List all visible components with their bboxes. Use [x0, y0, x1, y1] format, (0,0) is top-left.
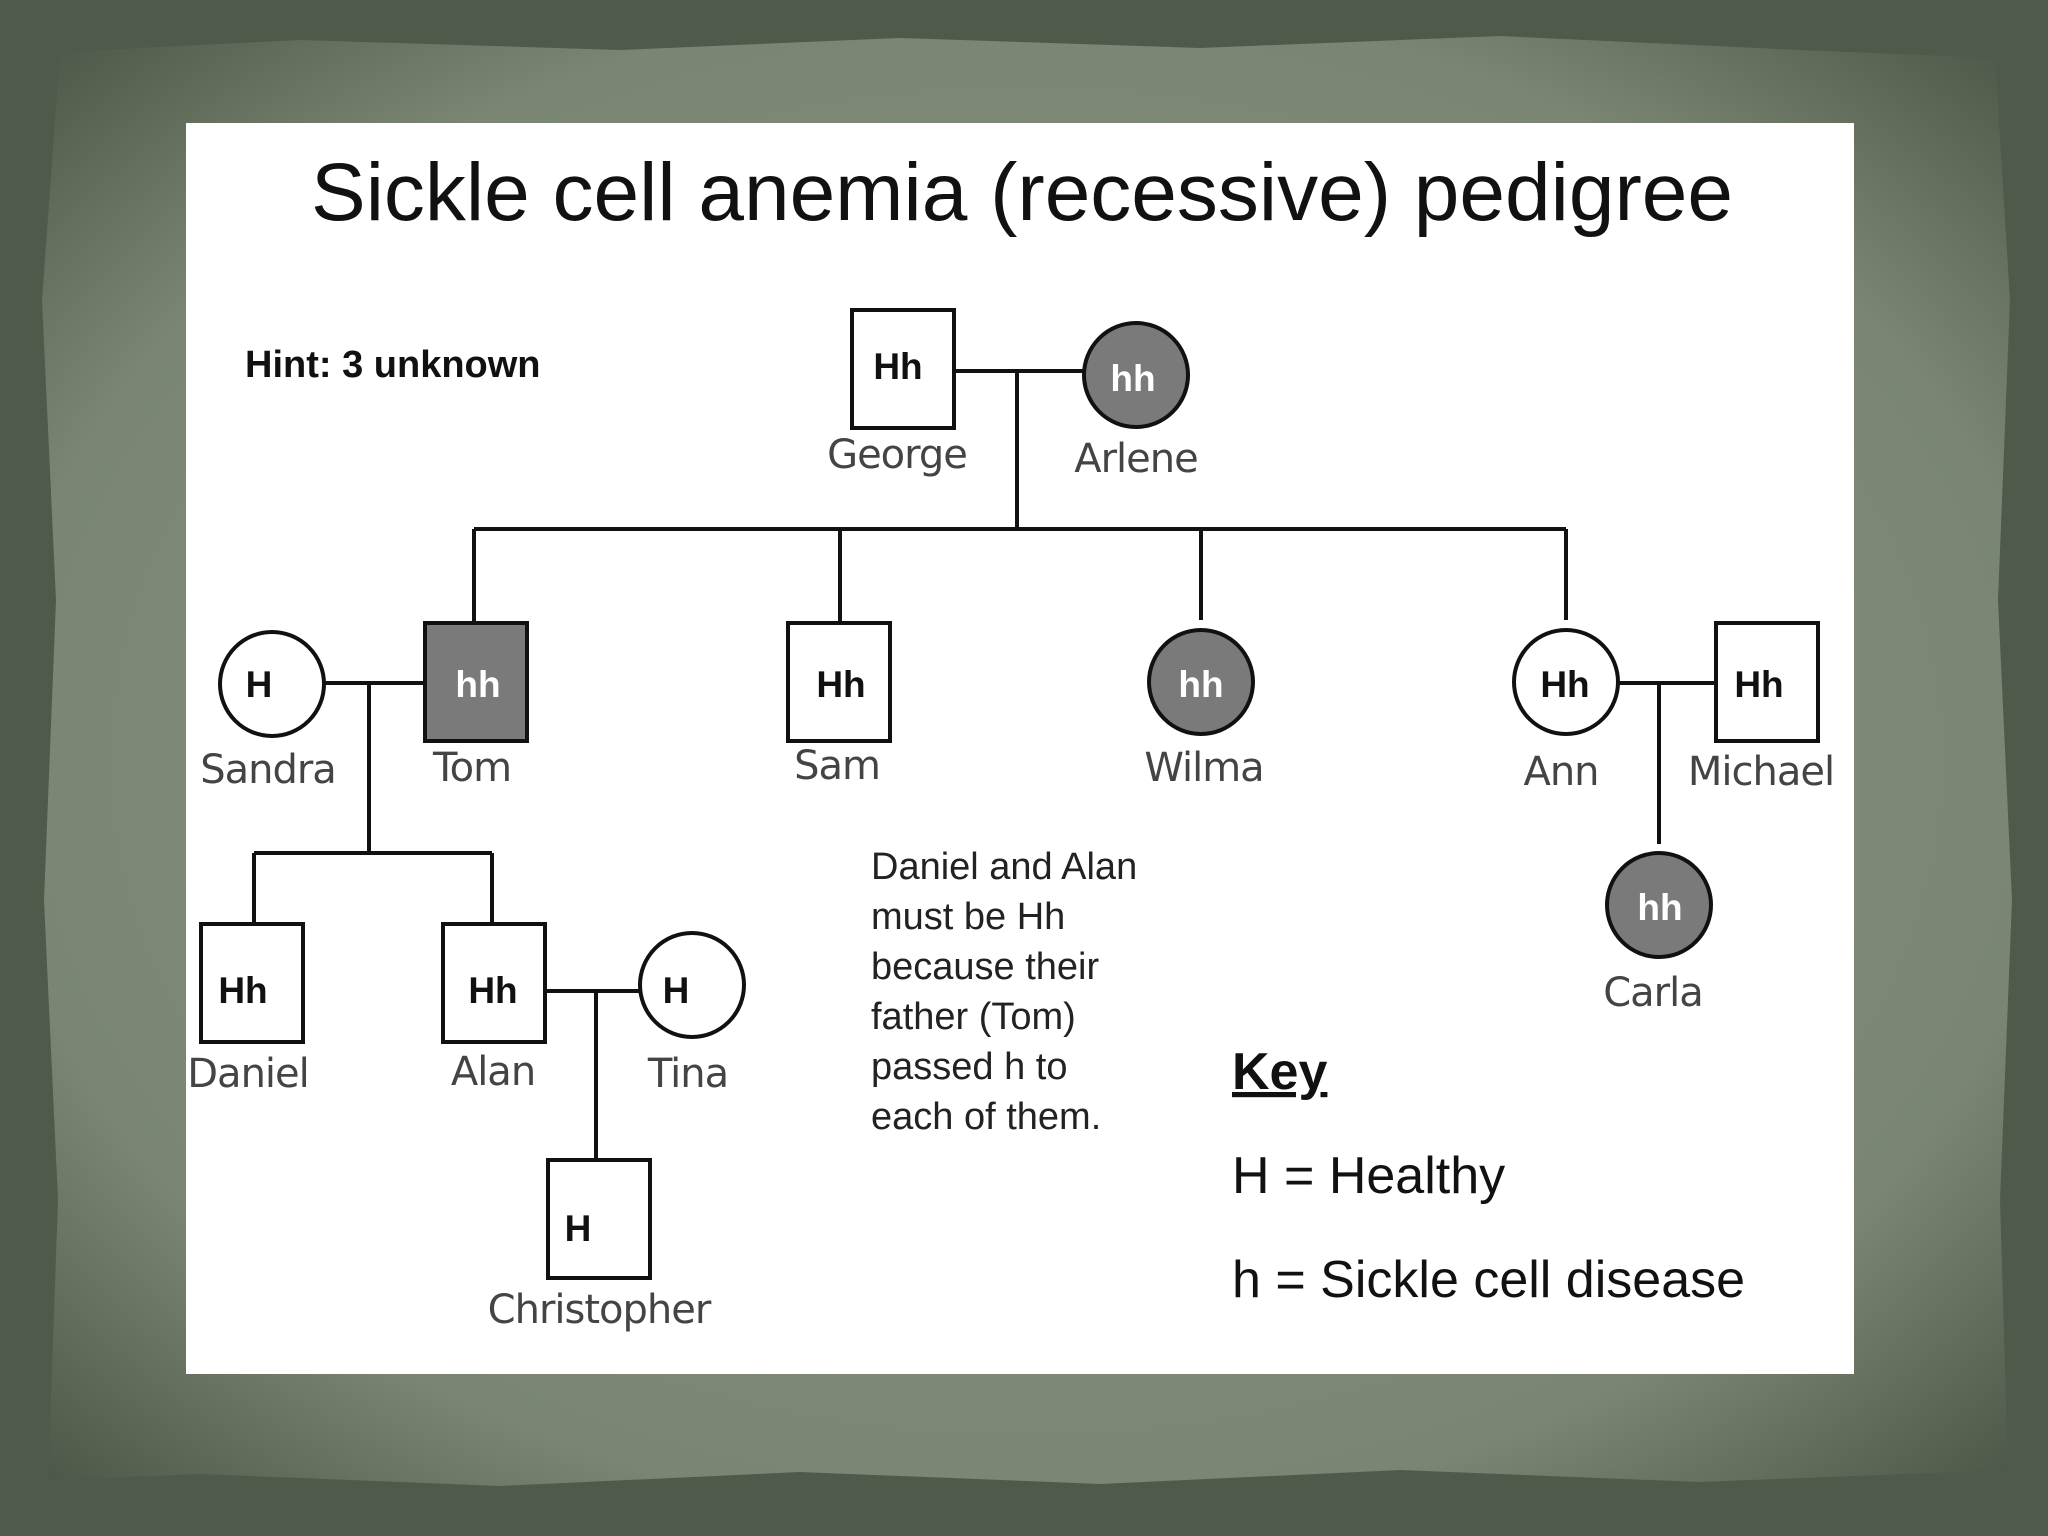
male-square-symbol [199, 922, 305, 1044]
male-square-symbol [786, 621, 892, 743]
individual-tina: H Tina [638, 931, 746, 1097]
genotype-label: Hh [1540, 664, 1589, 705]
key-item-healthy: H = Healthy [1232, 1147, 1505, 1205]
female-circle-symbol [1605, 851, 1713, 959]
genotype-label: Hh [873, 346, 922, 387]
female-circle-symbol [1147, 628, 1255, 736]
key-title: Key [1232, 1043, 1327, 1101]
individual-wilma: hh Wilma [1144, 628, 1265, 791]
person-name: Christopher [488, 1287, 712, 1333]
person-name: Ann [1523, 749, 1598, 795]
note-line: Daniel and Alan [871, 846, 1137, 888]
note-line: must be Hh [871, 896, 1065, 938]
individual-arlene: hh Arlene [1074, 321, 1199, 482]
individual-alan: Hh Alan [441, 922, 547, 1095]
genotype-label: Hh [816, 664, 865, 705]
person-name: Alan [451, 1049, 535, 1095]
person-name: Carla [1603, 970, 1703, 1016]
male-square-symbol [546, 1158, 652, 1280]
page-title: Sickle cell anemia (recessive) pedigree [311, 147, 1733, 238]
person-name: Tom [432, 745, 511, 791]
genotype-label: H [663, 970, 690, 1011]
person-name: Arlene [1074, 436, 1198, 482]
female-circle-symbol [1512, 628, 1620, 736]
male-square-symbol [850, 308, 956, 430]
person-name: Daniel [187, 1051, 309, 1097]
genotype-label: hh [455, 664, 500, 705]
individual-tom: hh Tom [423, 621, 529, 791]
individual-sandra: H Sandra [200, 630, 337, 793]
legend-key: Key H = Healthy h = Sickle cell disease [1232, 1043, 1745, 1309]
note-line: father (Tom) [871, 996, 1076, 1038]
individual-carla: hh Carla [1603, 851, 1713, 1016]
genotype-label: hh [1637, 887, 1682, 928]
person-name: Wilma [1144, 745, 1263, 791]
individual-george: Hh George [827, 308, 968, 478]
individual-michael: Hh Michael [1688, 621, 1835, 795]
pedigree-lines [252, 369, 1716, 1160]
genotype-label: Hh [1734, 664, 1783, 705]
explanation-note: Daniel and Alan must be Hh because their… [871, 846, 1137, 1138]
person-name: Tina [647, 1051, 728, 1097]
pedigree-diagram: Sickle cell anemia (recessive) pedigree … [187, 147, 1835, 1333]
individual-daniel: Hh Daniel [187, 922, 310, 1097]
person-name: Sam [794, 743, 880, 789]
female-circle-symbol [1082, 321, 1190, 429]
genotype-label: hh [1178, 664, 1223, 705]
individual-sam: Hh Sam [786, 621, 892, 789]
female-circle-symbol [638, 931, 746, 1039]
note-line: passed h to [871, 1046, 1067, 1088]
person-name: Michael [1688, 749, 1834, 795]
genotype-label: Hh [468, 970, 517, 1011]
genotype-label: H [565, 1208, 592, 1249]
male-square-symbol [423, 621, 529, 743]
male-square-symbol [1714, 621, 1820, 743]
individual-ann: Hh Ann [1512, 628, 1620, 795]
note-line: each of them. [871, 1096, 1101, 1138]
person-name: Sandra [200, 747, 336, 793]
slide-panel: Sickle cell anemia (recessive) pedigree … [186, 123, 1854, 1374]
note-line: because their [871, 946, 1099, 988]
hint-text: Hint: 3 unknown [245, 344, 541, 386]
genotype-label: H [246, 664, 273, 705]
individual-christopher: H Christopher [488, 1158, 713, 1333]
genotype-label: hh [1110, 358, 1155, 399]
male-square-symbol [441, 922, 547, 1044]
genotype-label: Hh [218, 970, 267, 1011]
key-item-sickle-cell: h = Sickle cell disease [1232, 1251, 1745, 1309]
female-circle-symbol [218, 630, 326, 738]
person-name: George [827, 432, 967, 478]
